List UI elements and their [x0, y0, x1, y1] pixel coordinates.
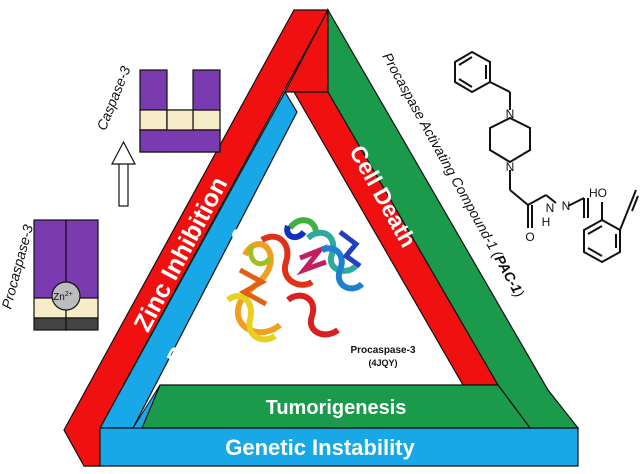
- pdb-code-label: (4JQY): [368, 358, 397, 368]
- atom-h: H: [542, 215, 551, 229]
- zinc-label: Zn2+: [53, 291, 73, 303]
- atom-o: O: [525, 230, 534, 244]
- blue-band-corner: [132, 384, 161, 429]
- pac1-structure-icon: [454, 50, 639, 264]
- tumorigenesis-label: Tumorigenesis: [266, 397, 407, 419]
- genetic-instability-label: Genetic Instability: [225, 435, 415, 460]
- procaspase3-left-label: Procaspase-3: [0, 223, 36, 311]
- atom-n3: N: [546, 201, 555, 215]
- procaspase3-dimer: [33, 219, 99, 331]
- caspase3-label: Caspase-3: [93, 64, 133, 133]
- atom-n1: N: [506, 107, 515, 121]
- atom-n4: N: [562, 199, 571, 213]
- caspase3-structure: [139, 69, 221, 153]
- up-arrow-icon: [111, 140, 136, 207]
- structure-name-label: Procaspase-3: [350, 345, 415, 356]
- atom-ho: HO: [589, 186, 607, 200]
- red-band-left: [63, 9, 330, 467]
- protein-ribbon-icon: [226, 217, 365, 343]
- atom-n2: N: [506, 160, 515, 174]
